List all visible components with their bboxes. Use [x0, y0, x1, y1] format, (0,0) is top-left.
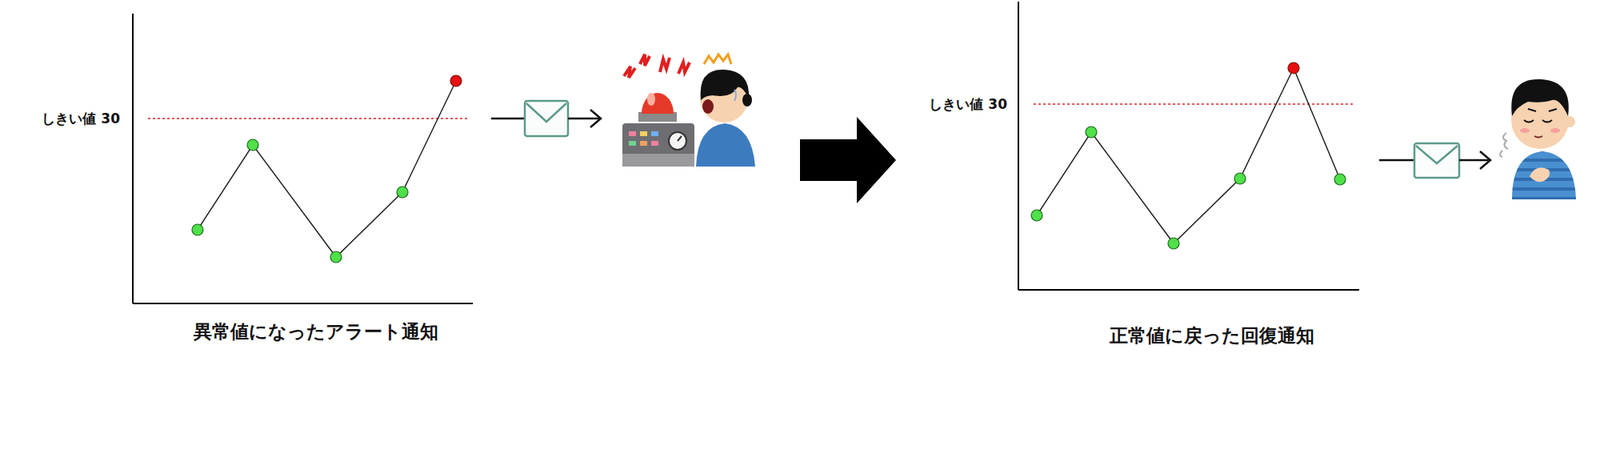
chart-caption: 正常値に戻った回復通知	[1109, 324, 1315, 348]
mail-arrow	[491, 100, 601, 136]
mail-arrow	[1379, 143, 1491, 178]
chart-panel: しきい値 30 正常値に戻った回復通知	[912, 0, 1592, 352]
relieved-person	[1500, 79, 1576, 200]
chart-panel: しきい値 30 異常値になったアラート通知	[24, 8, 776, 348]
chart-caption: 異常値になったアラート通知	[193, 320, 439, 344]
chart-left	[132, 13, 473, 304]
alarm-siren	[622, 54, 695, 167]
threshold-label: しきい値 30	[928, 96, 1008, 112]
block-arrow	[800, 116, 896, 204]
threshold-label: しきい値 30	[41, 110, 120, 127]
chart-right	[1018, 1, 1360, 290]
shocked-person	[696, 54, 756, 167]
